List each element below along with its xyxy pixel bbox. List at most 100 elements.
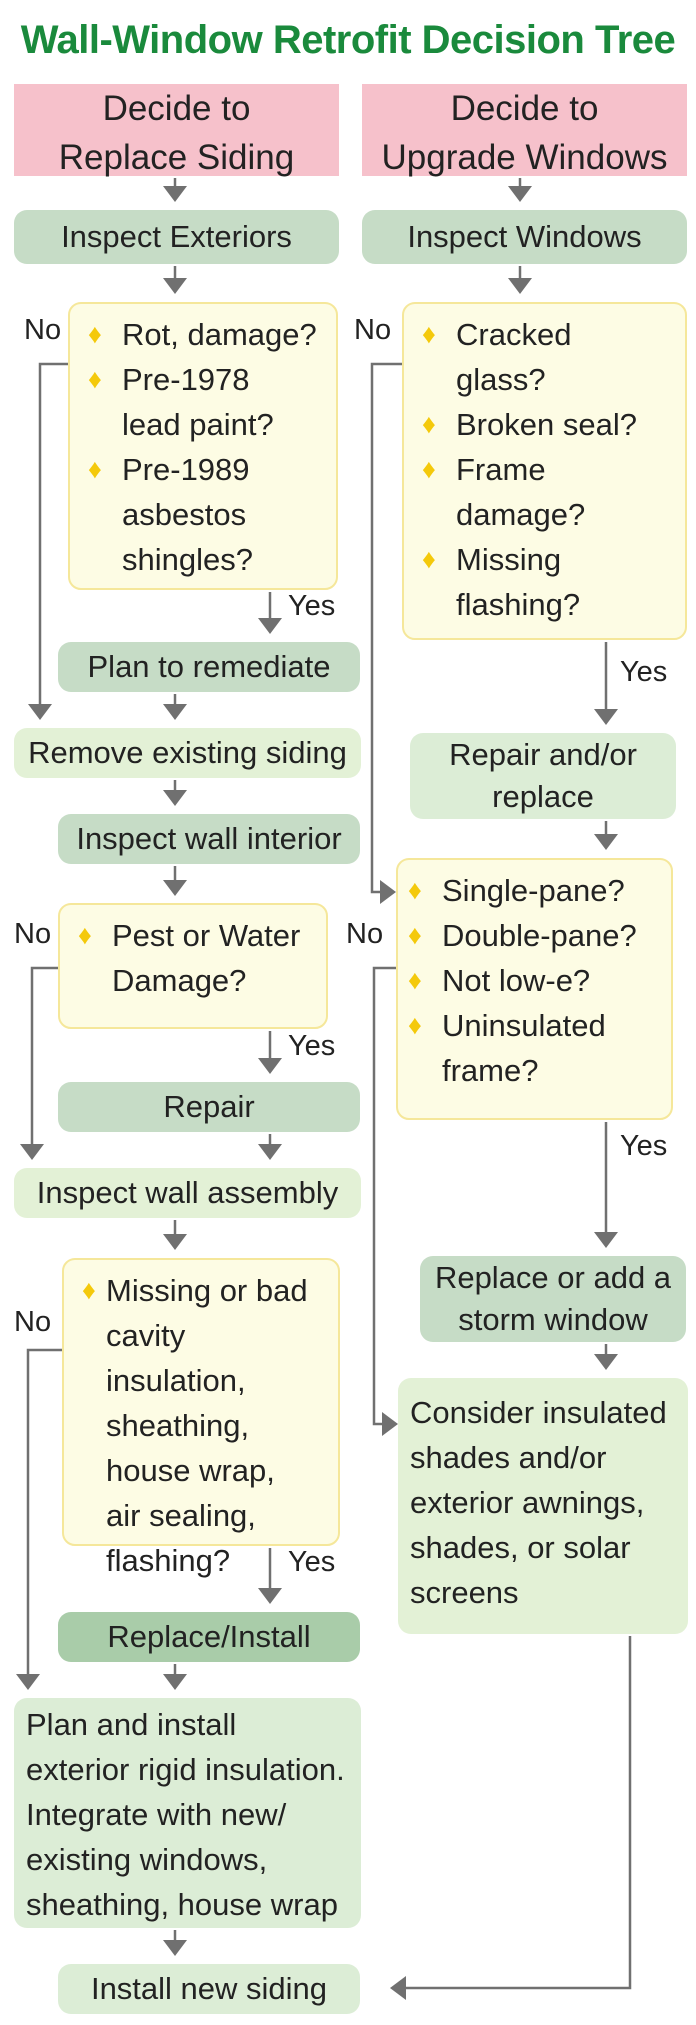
step-text-line: screens [410, 1575, 519, 1610]
step-text-line: shades, or solar [410, 1530, 631, 1565]
step-plan-install-insulation: Plan and install exterior rigid insulati… [14, 1698, 361, 1928]
question-cracked-glass: ♦ Cracked glass? ♦ Broken seal? ♦ Frame … [402, 302, 687, 640]
arrowhead-icon [380, 880, 396, 904]
arrowhead-icon [258, 1058, 282, 1074]
diamond-bullet-icon: ♦ [88, 319, 102, 349]
diamond-bullet-icon: ♦ [422, 544, 436, 574]
question-text: Cracked [456, 317, 572, 352]
question-item: ♦ Uninsulated frame? [408, 1003, 661, 1093]
step-remove-siding: Remove existing siding [14, 728, 361, 778]
question-item: ♦ Pre-1978 lead paint? [88, 357, 326, 447]
arrowhead-icon [20, 1144, 44, 1160]
question-missing-insulation: ♦ Missing or bad cavity insulation, shea… [62, 1258, 340, 1578]
diamond-bullet-icon: ♦ [408, 1010, 422, 1040]
question-text: Uninsulated [442, 1008, 606, 1043]
question-text: lead paint? [122, 407, 274, 442]
header-line: Upgrade Windows [381, 138, 668, 177]
step-inspect-wall-interior: Inspect wall interior [58, 814, 360, 864]
step-inspect-wall-assembly: Inspect wall assembly [14, 1168, 361, 1218]
arrowhead-icon [163, 186, 187, 202]
diamond-bullet-icon: ♦ [408, 920, 422, 950]
header-line: Replace Siding [58, 138, 295, 177]
question-text: Pre-1978 [122, 362, 250, 397]
question-item: ♦ Rot, damage? [88, 312, 326, 357]
diamond-bullet-icon: ♦ [88, 454, 102, 484]
label-no: No [346, 918, 384, 950]
connector-line [38, 362, 70, 712]
arrowhead-icon [258, 1144, 282, 1160]
question-item: ♦ Missing flashing? [422, 537, 675, 627]
step-text-line: storm window [458, 1302, 648, 1337]
connector-line [30, 966, 60, 1152]
diamond-bullet-icon: ♦ [78, 920, 92, 950]
question-item: ♦ Frame damage? [422, 447, 675, 537]
question-text: Broken seal? [456, 407, 637, 442]
step-inspect-windows: Inspect Windows [362, 210, 687, 264]
label-yes: Yes [288, 1030, 336, 1062]
question-text: Frame [456, 452, 546, 487]
question-item: ♦ Not low-e? [408, 958, 661, 1003]
arrowhead-icon [163, 1674, 187, 1690]
question-text: house wrap, [106, 1453, 275, 1488]
arrowhead-icon [163, 790, 187, 806]
step-text-line: Integrate with new/ [26, 1797, 287, 1832]
connector-line [26, 1348, 62, 1682]
step-text-line: existing windows, [26, 1842, 268, 1877]
connector-line [372, 966, 396, 1426]
step-text-line: replace [492, 779, 594, 814]
step-text-line: Repair and/or [449, 737, 637, 772]
question-text: Missing [456, 542, 562, 577]
step-text-line: exterior awnings, [410, 1485, 645, 1520]
step-replace-install: Replace/Install [58, 1612, 360, 1662]
arrowhead-icon [258, 618, 282, 634]
question-text: shingles? [122, 542, 253, 577]
question-item: ♦ Double-pane? [408, 913, 661, 958]
question-text: cavity insulation, [106, 1318, 246, 1398]
diamond-bullet-icon: ♦ [422, 454, 436, 484]
header-replace-siding: Decide to Replace Siding [14, 84, 339, 177]
label-no: No [14, 918, 52, 950]
question-rot-damage: ♦ Rot, damage? ♦ Pre-1978 lead paint? ♦ … [68, 302, 338, 590]
question-text: asbestos [122, 497, 247, 532]
question-item: ♦ Cracked glass? [422, 312, 675, 402]
step-text-line: exterior rigid insulation. [26, 1752, 345, 1787]
question-item: ♦ Missing or bad cavity insulation, shea… [82, 1268, 328, 1583]
step-repair: Repair [58, 1082, 360, 1132]
step-text-line: Plan and install [26, 1707, 237, 1742]
step-storm-window: Replace or add a storm window [420, 1256, 686, 1342]
question-item: ♦ Pre-1989 asbestos shingles? [88, 447, 326, 582]
diamond-bullet-icon: ♦ [82, 1275, 96, 1305]
question-text: Single-pane? [442, 873, 625, 908]
question-text: damage? [456, 497, 586, 532]
arrowhead-icon [508, 186, 532, 202]
question-text: Damage? [112, 963, 247, 998]
diamond-bullet-icon: ♦ [88, 364, 102, 394]
arrowhead-icon [16, 1674, 40, 1690]
question-text: Missing or bad [106, 1273, 308, 1308]
label-yes: Yes [620, 656, 668, 688]
arrowhead-icon [163, 1234, 187, 1250]
arrowhead-icon [163, 880, 187, 896]
step-install-new-siding: Install new siding [58, 1964, 360, 2014]
step-text-line: shades and/or [410, 1440, 607, 1475]
question-text: flashing? [456, 587, 581, 622]
diamond-bullet-icon: ♦ [422, 409, 436, 439]
step-text-line: Replace or add a [434, 1260, 672, 1295]
header-line: Decide to [102, 89, 251, 128]
question-text: Pest or Water [112, 918, 301, 953]
question-text: Not low-e? [442, 963, 591, 998]
arrowhead-icon [594, 1232, 618, 1248]
question-text: frame? [442, 1053, 539, 1088]
step-plan-remediate: Plan to remediate [58, 642, 360, 692]
arrowhead-icon [163, 1940, 187, 1956]
label-yes: Yes [620, 1130, 668, 1162]
arrowhead-icon [258, 1588, 282, 1604]
question-item: ♦ Broken seal? [422, 402, 675, 447]
diamond-bullet-icon: ♦ [408, 965, 422, 995]
question-text: Double-pane? [442, 918, 637, 953]
step-text-line: sheathing, house wrap [26, 1887, 338, 1922]
connector-line [404, 1636, 632, 1990]
question-text: glass? [456, 362, 546, 397]
arrowhead-icon [163, 704, 187, 720]
arrowhead-icon [594, 1354, 618, 1370]
